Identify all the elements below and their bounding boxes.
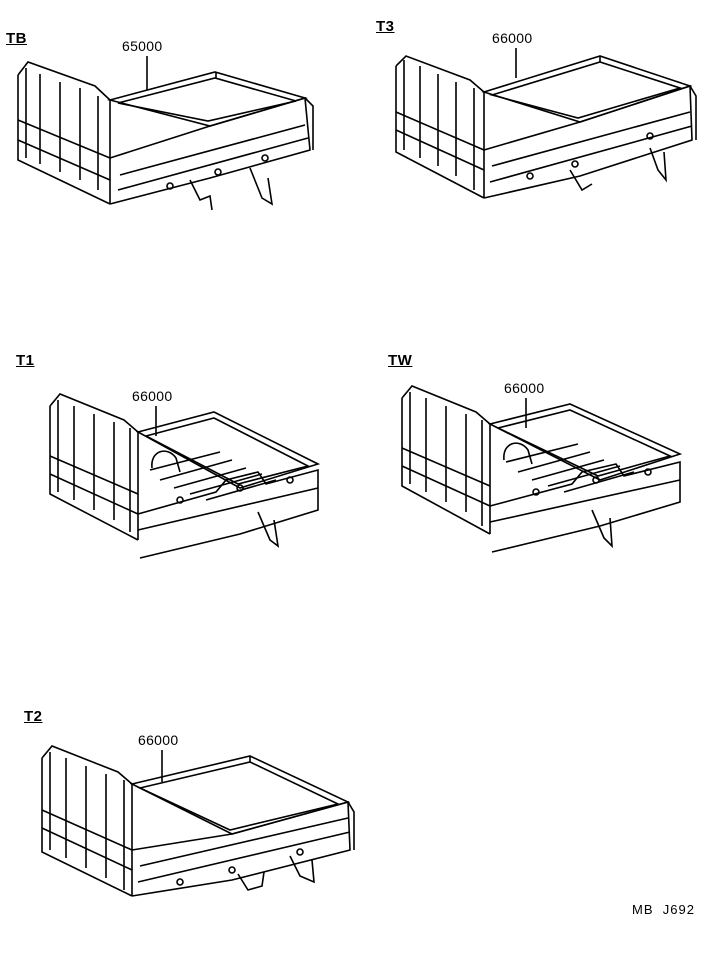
flat-deck-with-headboard-drawing <box>360 0 720 240</box>
variant-code: TW <box>388 352 413 369</box>
figure-reference-right: J692 <box>662 902 695 917</box>
part-number: 66000 <box>132 388 173 404</box>
panel-t2: T2 66000 <box>0 700 380 910</box>
wellside-deck-with-headboard-drawing <box>0 340 340 570</box>
variant-code: T3 <box>376 18 395 35</box>
part-number: 66000 <box>504 380 545 396</box>
wellside-deck-with-headboard-drawing <box>360 340 720 570</box>
figure-reference: MB J692 <box>632 902 695 917</box>
panel-tb: TB 65000 <box>0 0 340 240</box>
panel-t1: T1 66000 <box>0 340 340 570</box>
flat-deck-with-headboard-drawing <box>0 0 340 240</box>
panel-tw: TW 66000 <box>360 340 720 570</box>
part-number: 65000 <box>122 38 163 54</box>
panel-t3: T3 66000 <box>360 0 720 240</box>
variant-code: T2 <box>24 708 43 725</box>
variant-code: T1 <box>16 352 35 369</box>
flat-deck-with-headboard-drawing <box>0 700 380 910</box>
figure-reference-left: MB <box>632 902 654 917</box>
part-number: 66000 <box>492 30 533 46</box>
part-number: 66000 <box>138 732 179 748</box>
variant-code: TB <box>6 30 27 47</box>
